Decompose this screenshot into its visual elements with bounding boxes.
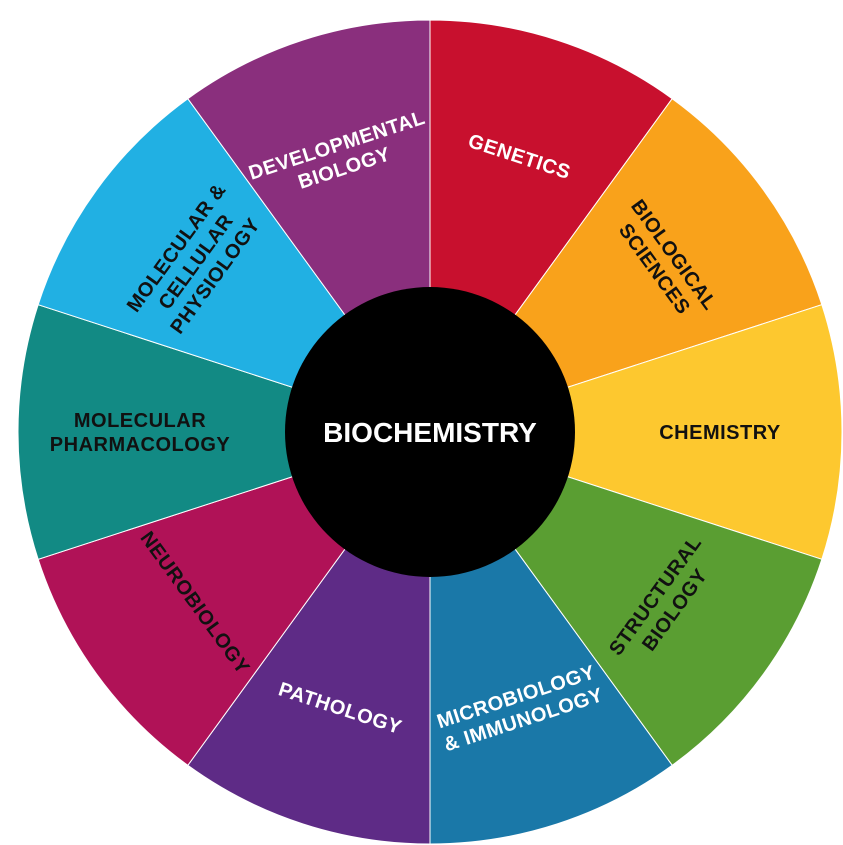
label-line: PHARMACOLOGY (50, 434, 231, 456)
segment-chemistry (428, 304, 843, 560)
segment-molecular-pharmacology (17, 304, 432, 560)
hub-label: BIOCHEMISTRY (323, 417, 537, 448)
hub-circle (285, 287, 575, 577)
label-line: MOLECULAR (74, 410, 206, 432)
label-chemistry: CHEMISTRY (659, 422, 781, 444)
label-line: CHEMISTRY (659, 422, 781, 444)
